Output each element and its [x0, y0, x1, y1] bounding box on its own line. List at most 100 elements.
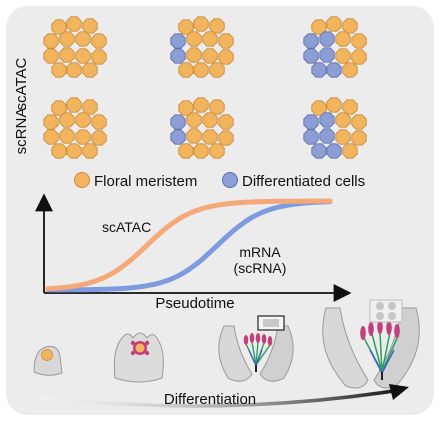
meristem-cell: [51, 100, 67, 116]
meristem-cell: [193, 16, 209, 32]
differentiated-cell: [303, 48, 319, 64]
mrna-curve-label-line2: (scRNA): [234, 260, 287, 276]
stage-bud-icon: [33, 345, 63, 376]
meristem-cell: [91, 49, 107, 65]
meristem-cell: [351, 130, 367, 146]
meristem-cell: [218, 33, 234, 49]
meristem-cell: [43, 33, 59, 49]
differentiation-stages: [33, 299, 420, 389]
differentiation-label: Differentiation: [164, 391, 256, 408]
meristem-cell: [342, 62, 358, 78]
meristem-cell: [218, 49, 234, 65]
differentiated-cell: [319, 47, 335, 63]
meristem-cell: [209, 62, 225, 78]
meristem-cell: [335, 31, 351, 47]
row-label-scatac: scATAC: [13, 57, 30, 110]
meristem-cell: [75, 48, 91, 64]
stage-open-flower-icon: [322, 299, 420, 389]
meristem-cell: [342, 143, 358, 159]
meristem-cell: [59, 128, 75, 144]
meristem-cell: [186, 128, 202, 144]
differentiated-cell: [303, 129, 319, 145]
meristem-cell: [178, 100, 194, 116]
legend-meristem-label: Floral meristem: [94, 173, 197, 190]
meristem-cell: [91, 130, 107, 146]
meristem-cell: [326, 97, 342, 113]
meristem-cell: [43, 129, 59, 145]
meristem-cell: [209, 143, 225, 159]
differentiated-cell: [303, 33, 319, 49]
meristem-cell: [75, 129, 91, 145]
meristem-cell: [193, 62, 209, 78]
meristem-cell: [311, 100, 327, 116]
meristem-cell: [82, 99, 98, 115]
meristem-cell: [51, 143, 67, 159]
meristem-cell: [91, 114, 107, 130]
meristem-cell: [178, 19, 194, 35]
meristem-cell: [75, 31, 91, 47]
meristem-cell: [335, 129, 351, 145]
differentiated-cell: [326, 62, 342, 78]
legend-meristem-swatch: [74, 172, 90, 188]
meristem-cell: [66, 143, 82, 159]
differentiation-arrow: Differentiation: [38, 384, 409, 408]
meristem-cell: [351, 114, 367, 130]
differentiated-cell: [170, 114, 186, 130]
meristem-cell: [66, 97, 82, 113]
meristem-cell: [82, 62, 98, 78]
cell-clusters: [43, 16, 367, 159]
differentiated-cell: [303, 114, 319, 130]
differentiated-cell: [319, 128, 335, 144]
meristem-cell: [51, 19, 67, 35]
meristem-cell: [335, 48, 351, 64]
differentiated-cell: [319, 31, 335, 47]
differentiated-cell: [170, 129, 186, 145]
meristem-cell: [178, 62, 194, 78]
scatac-curve: [45, 198, 333, 292]
x-axis-label: Pseudotime: [155, 295, 234, 312]
meristem-cell: [43, 114, 59, 130]
meristem-cell: [342, 99, 358, 115]
legend: Floral meristem Differentiated cells: [74, 172, 365, 190]
meristem-cell: [186, 112, 202, 128]
meristem-cell: [209, 99, 225, 115]
meristem-cell: [351, 33, 367, 49]
meristem-cell: [335, 112, 351, 128]
differentiated-cell: [326, 143, 342, 159]
meristem-cell: [311, 19, 327, 35]
meristem-cell: [59, 47, 75, 63]
differentiated-cell: [311, 62, 327, 78]
meristem-cell: [82, 18, 98, 34]
legend-differentiated-label: Differentiated cells: [242, 173, 365, 190]
meristem-cell: [91, 33, 107, 49]
meristem-cell: [209, 18, 225, 34]
meristem-cell: [178, 143, 194, 159]
meristem-cell: [218, 130, 234, 146]
meristem-cell: [66, 16, 82, 32]
stage-developing-flower-icon: [218, 315, 294, 382]
legend-differentiated-swatch: [222, 172, 238, 188]
meristem-cell: [351, 49, 367, 65]
differentiated-cell: [170, 33, 186, 49]
scatac-curve-label: scATAC: [102, 219, 151, 235]
differentiated-cell: [311, 143, 327, 159]
mrna-curve: [45, 199, 333, 293]
meristem-cell: [59, 31, 75, 47]
stage-flower-bud-icon: [113, 332, 164, 383]
meristem-cell: [51, 62, 67, 78]
meristem-cell: [66, 62, 82, 78]
meristem-cell: [186, 31, 202, 47]
meristem-cell: [43, 48, 59, 64]
meristem-cell: [326, 16, 342, 32]
meristem-cell: [202, 129, 218, 145]
meristem-cell: [75, 112, 91, 128]
mrna-curve-label-line1: mRNA: [239, 244, 281, 260]
meristem-cell: [202, 31, 218, 47]
meristem-cell: [202, 112, 218, 128]
meristem-cell: [82, 143, 98, 159]
meristem-cell: [193, 143, 209, 159]
arrow-head: [389, 384, 409, 400]
meristem-cell: [218, 114, 234, 130]
